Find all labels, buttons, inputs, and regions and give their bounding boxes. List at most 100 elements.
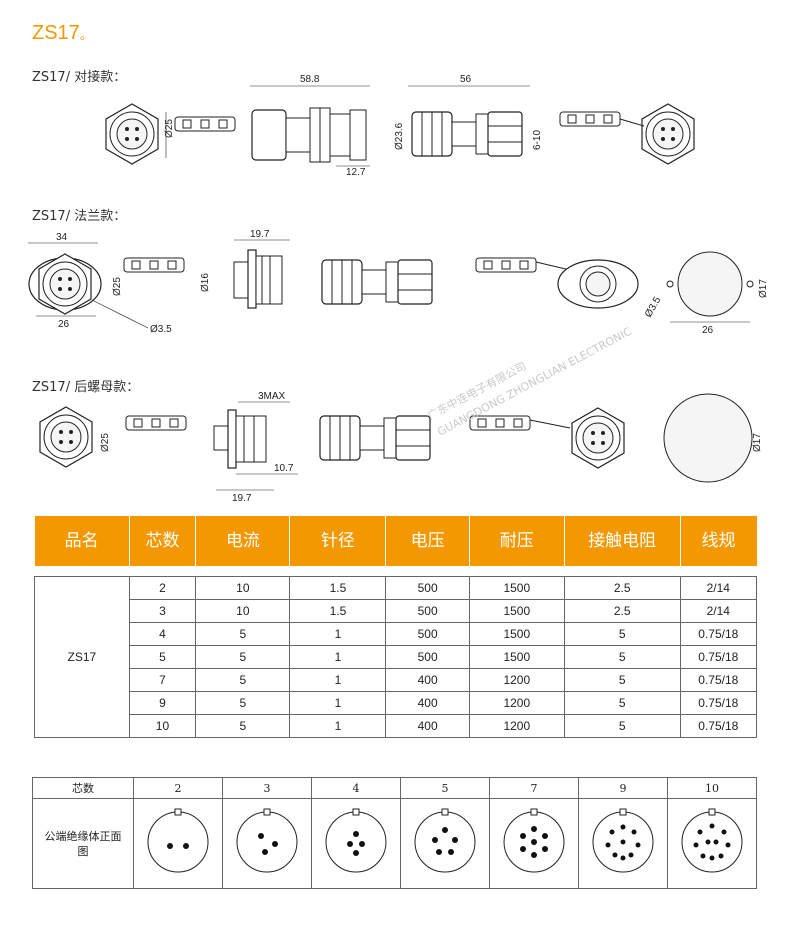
pin-diagram-row: 公端绝缘体正面图 [32, 798, 757, 889]
cell: 1 [289, 668, 387, 692]
table-row: 4 5 1 500 1500 5 0.75/18 [35, 622, 758, 646]
spec-table: 品名 芯数 电流 针径 电压 耐压 接触电阻 线规 ZS17 2 10 1.5 … [34, 516, 758, 738]
cell: 4 [128, 622, 197, 646]
dim-d23-6: Ø23.6 [394, 122, 405, 150]
cell: 5 [563, 714, 681, 738]
pin-count: 5 [400, 777, 490, 799]
dim-d25-c: Ø25 [100, 433, 111, 452]
cell: 10 [195, 576, 291, 600]
section-label-butt: ZS17/ 对接款： [32, 70, 127, 85]
dim-10-7: 10.7 [274, 463, 294, 474]
dim-d17-a: Ø17 [758, 279, 769, 298]
cell: 2/14 [679, 576, 758, 600]
cell: 400 [385, 691, 470, 715]
spec-header-row: 品名 芯数 电流 针径 电压 耐压 接触电阻 线规 [34, 516, 757, 566]
cell: 500 [385, 645, 470, 669]
cell: 400 [385, 714, 470, 738]
flange-rear-view [475, 257, 639, 309]
dim-6-10: 6-10 [532, 130, 543, 150]
cell: 5 [563, 645, 681, 669]
dim-19-7-b: 19.7 [232, 493, 252, 504]
cell: 1 [289, 714, 387, 738]
dim-56: 56 [460, 74, 472, 85]
dim-26-b: 26 [702, 325, 714, 336]
table-row: 9 5 1 400 1200 5 0.75/18 [35, 691, 758, 715]
pin-count: 2 [133, 777, 223, 799]
cell: 9 [128, 691, 197, 715]
dim-d25-b: Ø25 [112, 277, 123, 296]
butt-side-view-female: 56 Ø23.6 6-10 [394, 74, 543, 157]
cell: 400 [385, 668, 470, 692]
header-contact-resistance: 接触电阻 [564, 516, 681, 566]
dim-19-7-a: 19.7 [250, 229, 270, 240]
cell: 5 [563, 691, 681, 715]
cell: 1200 [468, 668, 565, 692]
cell: 10 [128, 714, 197, 738]
pin-row-label: 公端绝缘体正面图 [32, 798, 134, 889]
product-cell: ZS17 [34, 576, 130, 738]
cell: 5 [195, 714, 291, 738]
cell: 1500 [468, 622, 565, 646]
header-current: 电流 [195, 516, 291, 566]
cell: 5 [195, 668, 291, 692]
section-label-rear-nut: ZS17/ 后螺母款： [32, 380, 140, 395]
cell: 500 [385, 576, 470, 600]
table-row: 5 5 1 500 1500 5 0.75/18 [35, 645, 758, 669]
cell: 1.5 [289, 599, 387, 623]
pin-count: 4 [311, 777, 401, 799]
cell: 5 [195, 691, 291, 715]
cell: 1500 [468, 645, 565, 669]
dim-58-8: 58.8 [300, 74, 320, 85]
dim-d3-5-a: Ø3.5 [150, 324, 172, 335]
header-wire-gauge: 线规 [680, 516, 757, 566]
dim-d16: Ø16 [200, 273, 211, 292]
cell: 1500 [468, 599, 565, 623]
rear-nut-front-view: Ø25 [39, 406, 187, 468]
flange-panel-cutout: Ø17 26 Ø3.5 [643, 251, 769, 336]
header-withstand: 耐压 [469, 516, 565, 566]
dim-3max: 3MAX [258, 391, 286, 402]
cell: 0.75/18 [679, 714, 758, 738]
header-pin-diameter: 针径 [289, 516, 387, 566]
cell: 1500 [468, 576, 565, 600]
cell: 2.5 [563, 599, 681, 623]
dim-34: 34 [56, 232, 68, 243]
technical-drawings: Ø25 58.8 12.7 56 Ø23.6 6-10 34 Ø25 26 Ø3… [28, 74, 769, 504]
cell: 1 [289, 645, 387, 669]
cell: 1.5 [289, 576, 387, 600]
pin-count: 3 [222, 777, 312, 799]
cell: 500 [385, 599, 470, 623]
section-label-flange: ZS17/ 法兰款： [32, 209, 127, 224]
pin-face-7 [489, 798, 579, 889]
table-row: ZS17 2 10 1.5 500 1500 2.5 2/14 [34, 576, 758, 738]
page-title: ZS17。 [32, 22, 92, 44]
cell: 10 [195, 599, 291, 623]
dim-26-a: 26 [58, 319, 70, 330]
cell: 0.75/18 [679, 668, 758, 692]
table-row: 3 10 1.5 500 1500 2.5 2/14 [35, 599, 758, 623]
header-voltage: 电压 [385, 516, 470, 566]
cell: 5 [563, 622, 681, 646]
pin-header-row: 芯数 2 3 4 5 7 9 10 [32, 777, 757, 799]
cell: 3 [128, 599, 197, 623]
cell: 0.75/18 [679, 691, 758, 715]
pin-layout-table: 芯数 2 3 4 5 7 9 10 公端绝缘体正面图 [32, 777, 757, 889]
cell: 5 [195, 622, 291, 646]
pin-face-3 [222, 798, 312, 889]
cell: 2/14 [679, 599, 758, 623]
pin-header-label: 芯数 [32, 777, 134, 799]
pin-face-2 [133, 798, 223, 889]
cell: 1 [289, 622, 387, 646]
rear-nut-plug-view [319, 415, 431, 461]
flange-plug-view [321, 259, 433, 305]
dim-12-7: 12.7 [346, 167, 366, 178]
pin-face-4 [311, 798, 401, 889]
rear-nut-rear-view [469, 407, 625, 469]
dim-d17-b: Ø17 [752, 433, 763, 452]
header-product: 品名 [34, 516, 130, 566]
rear-nut-panel-cutout: Ø17 [663, 393, 763, 483]
cell: 0.75/18 [679, 622, 758, 646]
butt-front-view: Ø25 [105, 103, 236, 165]
table-row: 7 5 1 400 1200 5 0.75/18 [35, 668, 758, 692]
flange-side-view: 19.7 Ø16 [200, 229, 290, 309]
